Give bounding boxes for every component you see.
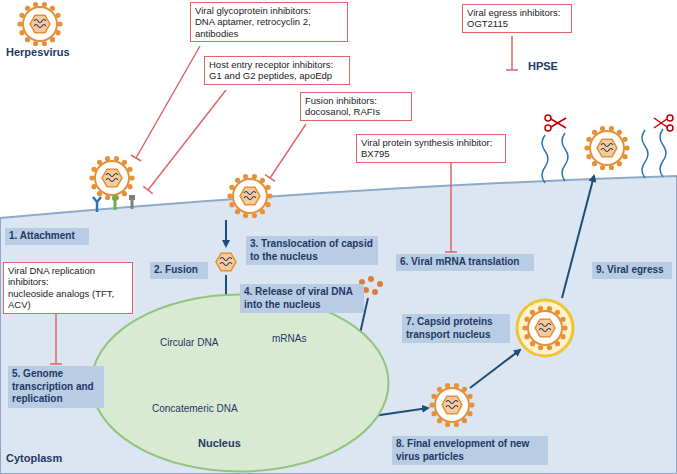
callout-heading: Host entry receptor inhibitors: [209,59,345,70]
step-label: 7. Capsid proteins transport nucleus [406,316,506,341]
region-label: Nucleus [198,437,241,449]
callout-heading: Viral glycoprotein inhibitors: [195,5,343,16]
dna-label: Circular DNA [160,337,218,348]
step-box: 2. Fusion [150,262,208,279]
inhibitor-callout: Viral DNA replication inhibitors:nucleos… [3,262,133,314]
virus-label: Herpesvirus [6,46,70,58]
callout-body: BX795 [361,148,501,159]
inhibitor-callout: Fusion inhibitors:docosanol, RAFIs [300,92,412,121]
inhibitor-leader [265,124,306,181]
callout-heading: Viral DNA replication inhibitors: [8,265,128,288]
step-label: 2. Fusion [154,264,204,277]
step-label: 5. Genome transcription and replication [12,368,100,406]
callout-heading: Viral egress inhibitors: [467,7,567,18]
step-label: 9. Viral egress [596,264,668,277]
viral-protein [377,281,383,287]
step-label: 6. Viral mRNA translation [400,256,530,269]
inhibitor-leader [143,90,226,194]
step-label: 4. Release of viral DNA into the nucleus [244,286,360,311]
inhibition-connector [445,163,457,252]
inhibitor-callout: Viral egress inhibitors:OGT2115 [462,4,572,33]
callout-body: OGT2115 [467,18,567,29]
step-box: 9. Viral egress [592,262,672,279]
region-label: Cytoplasm [6,452,62,464]
vesicle-virus [522,306,567,350]
callout-heading: Viral protein synthesis inhibitor: [361,137,501,148]
flow-arrow [470,350,520,388]
flow-arrow [562,176,594,298]
nucleus: Nucleus [90,293,390,473]
step-label: 1. Attachment [9,230,85,243]
callout-body: docosanol, RAFIs [305,106,407,117]
viral-protein [372,289,378,295]
enzyme-label: HPSE [528,60,558,72]
step-box: 5. Genome transcription and replication [8,366,104,408]
step-box: 4. Release of viral DNA into the nucleus [240,284,364,313]
dna-label: Concatemeric DNA [152,403,238,414]
inhibitor-leader [506,36,518,70]
inhibitor-leader [131,46,200,161]
callout-body: DNA aptamer, retrocyclin 2, antibodies [195,16,343,39]
step-label: 3. Translocation of capsid to the nucleu… [250,238,374,263]
step-box: 7. Capsid proteins transport nucleus [402,314,510,343]
step-box: 6. Viral mRNA translation [396,254,534,271]
step-box: 3. Translocation of capsid to the nucleu… [246,236,378,265]
inhibition-connector [50,314,62,364]
inhibitor-callout: Viral protein synthesis inhibitor:BX795 [356,134,506,163]
step-box: 1. Attachment [5,228,89,245]
inhibitor-callout: Viral glycoprotein inhibitors:DNA aptame… [190,2,348,42]
callout-heading: Fusion inhibitors: [305,95,407,106]
callout-body: G1 and G2 peptides, apoEdp [209,70,345,81]
step-box: 8. Final envelopment of new virus partic… [392,436,548,465]
step-label: 8. Final envelopment of new virus partic… [396,438,544,463]
vesicle [517,300,573,356]
callout-body: nucleoside analogs (TFT, ACV) [8,288,128,311]
viral-protein [368,276,374,282]
enveloped-virus [429,383,474,427]
inhibitor-callout: Host entry receptor inhibitors:G1 and G2… [204,56,350,85]
rna-label: mRNAs [272,333,306,344]
